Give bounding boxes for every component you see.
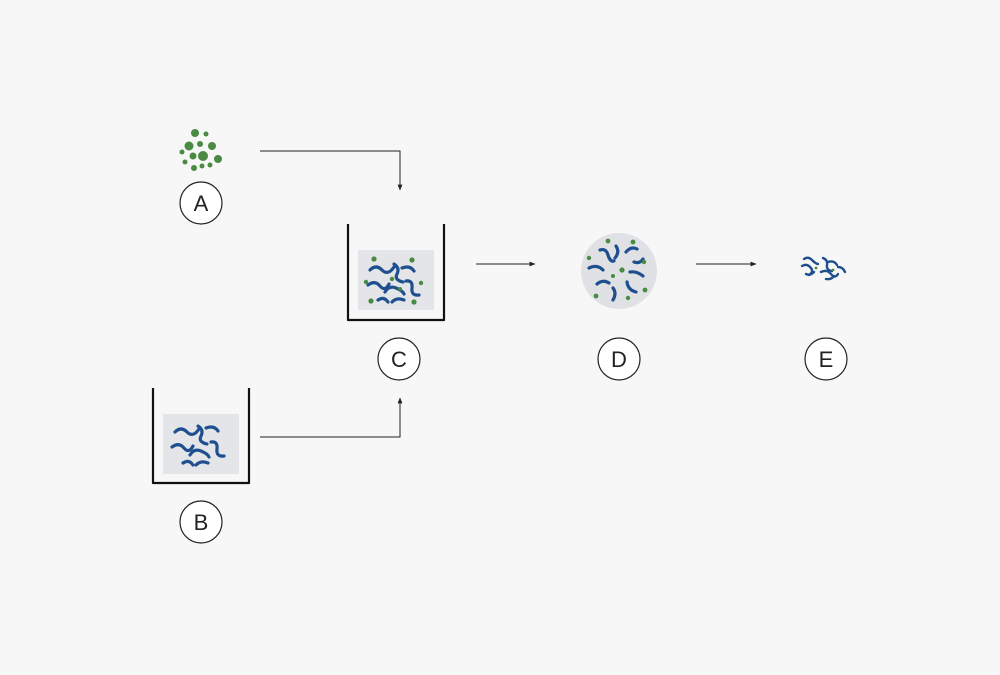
arrow-a-to-c	[260, 150, 403, 191]
label-a: A	[179, 181, 223, 225]
polymer-sphere-icon	[581, 233, 657, 309]
label-a-text: A	[194, 191, 209, 216]
label-c-text: C	[391, 347, 407, 372]
label-d-text: D	[611, 347, 627, 372]
arrow-b-to-c	[260, 397, 403, 438]
aggregate-cluster-icon	[800, 256, 847, 281]
beaker-with-polymer-and-particles-icon	[346, 224, 446, 322]
label-b: B	[179, 500, 223, 544]
label-e: E	[804, 337, 848, 381]
label-d: D	[597, 337, 641, 381]
beaker-with-polymer-icon	[151, 388, 251, 485]
label-e-text: E	[819, 347, 834, 372]
label-b-text: B	[194, 510, 209, 535]
green-particles-icon	[179, 129, 222, 171]
label-c: C	[377, 337, 421, 381]
